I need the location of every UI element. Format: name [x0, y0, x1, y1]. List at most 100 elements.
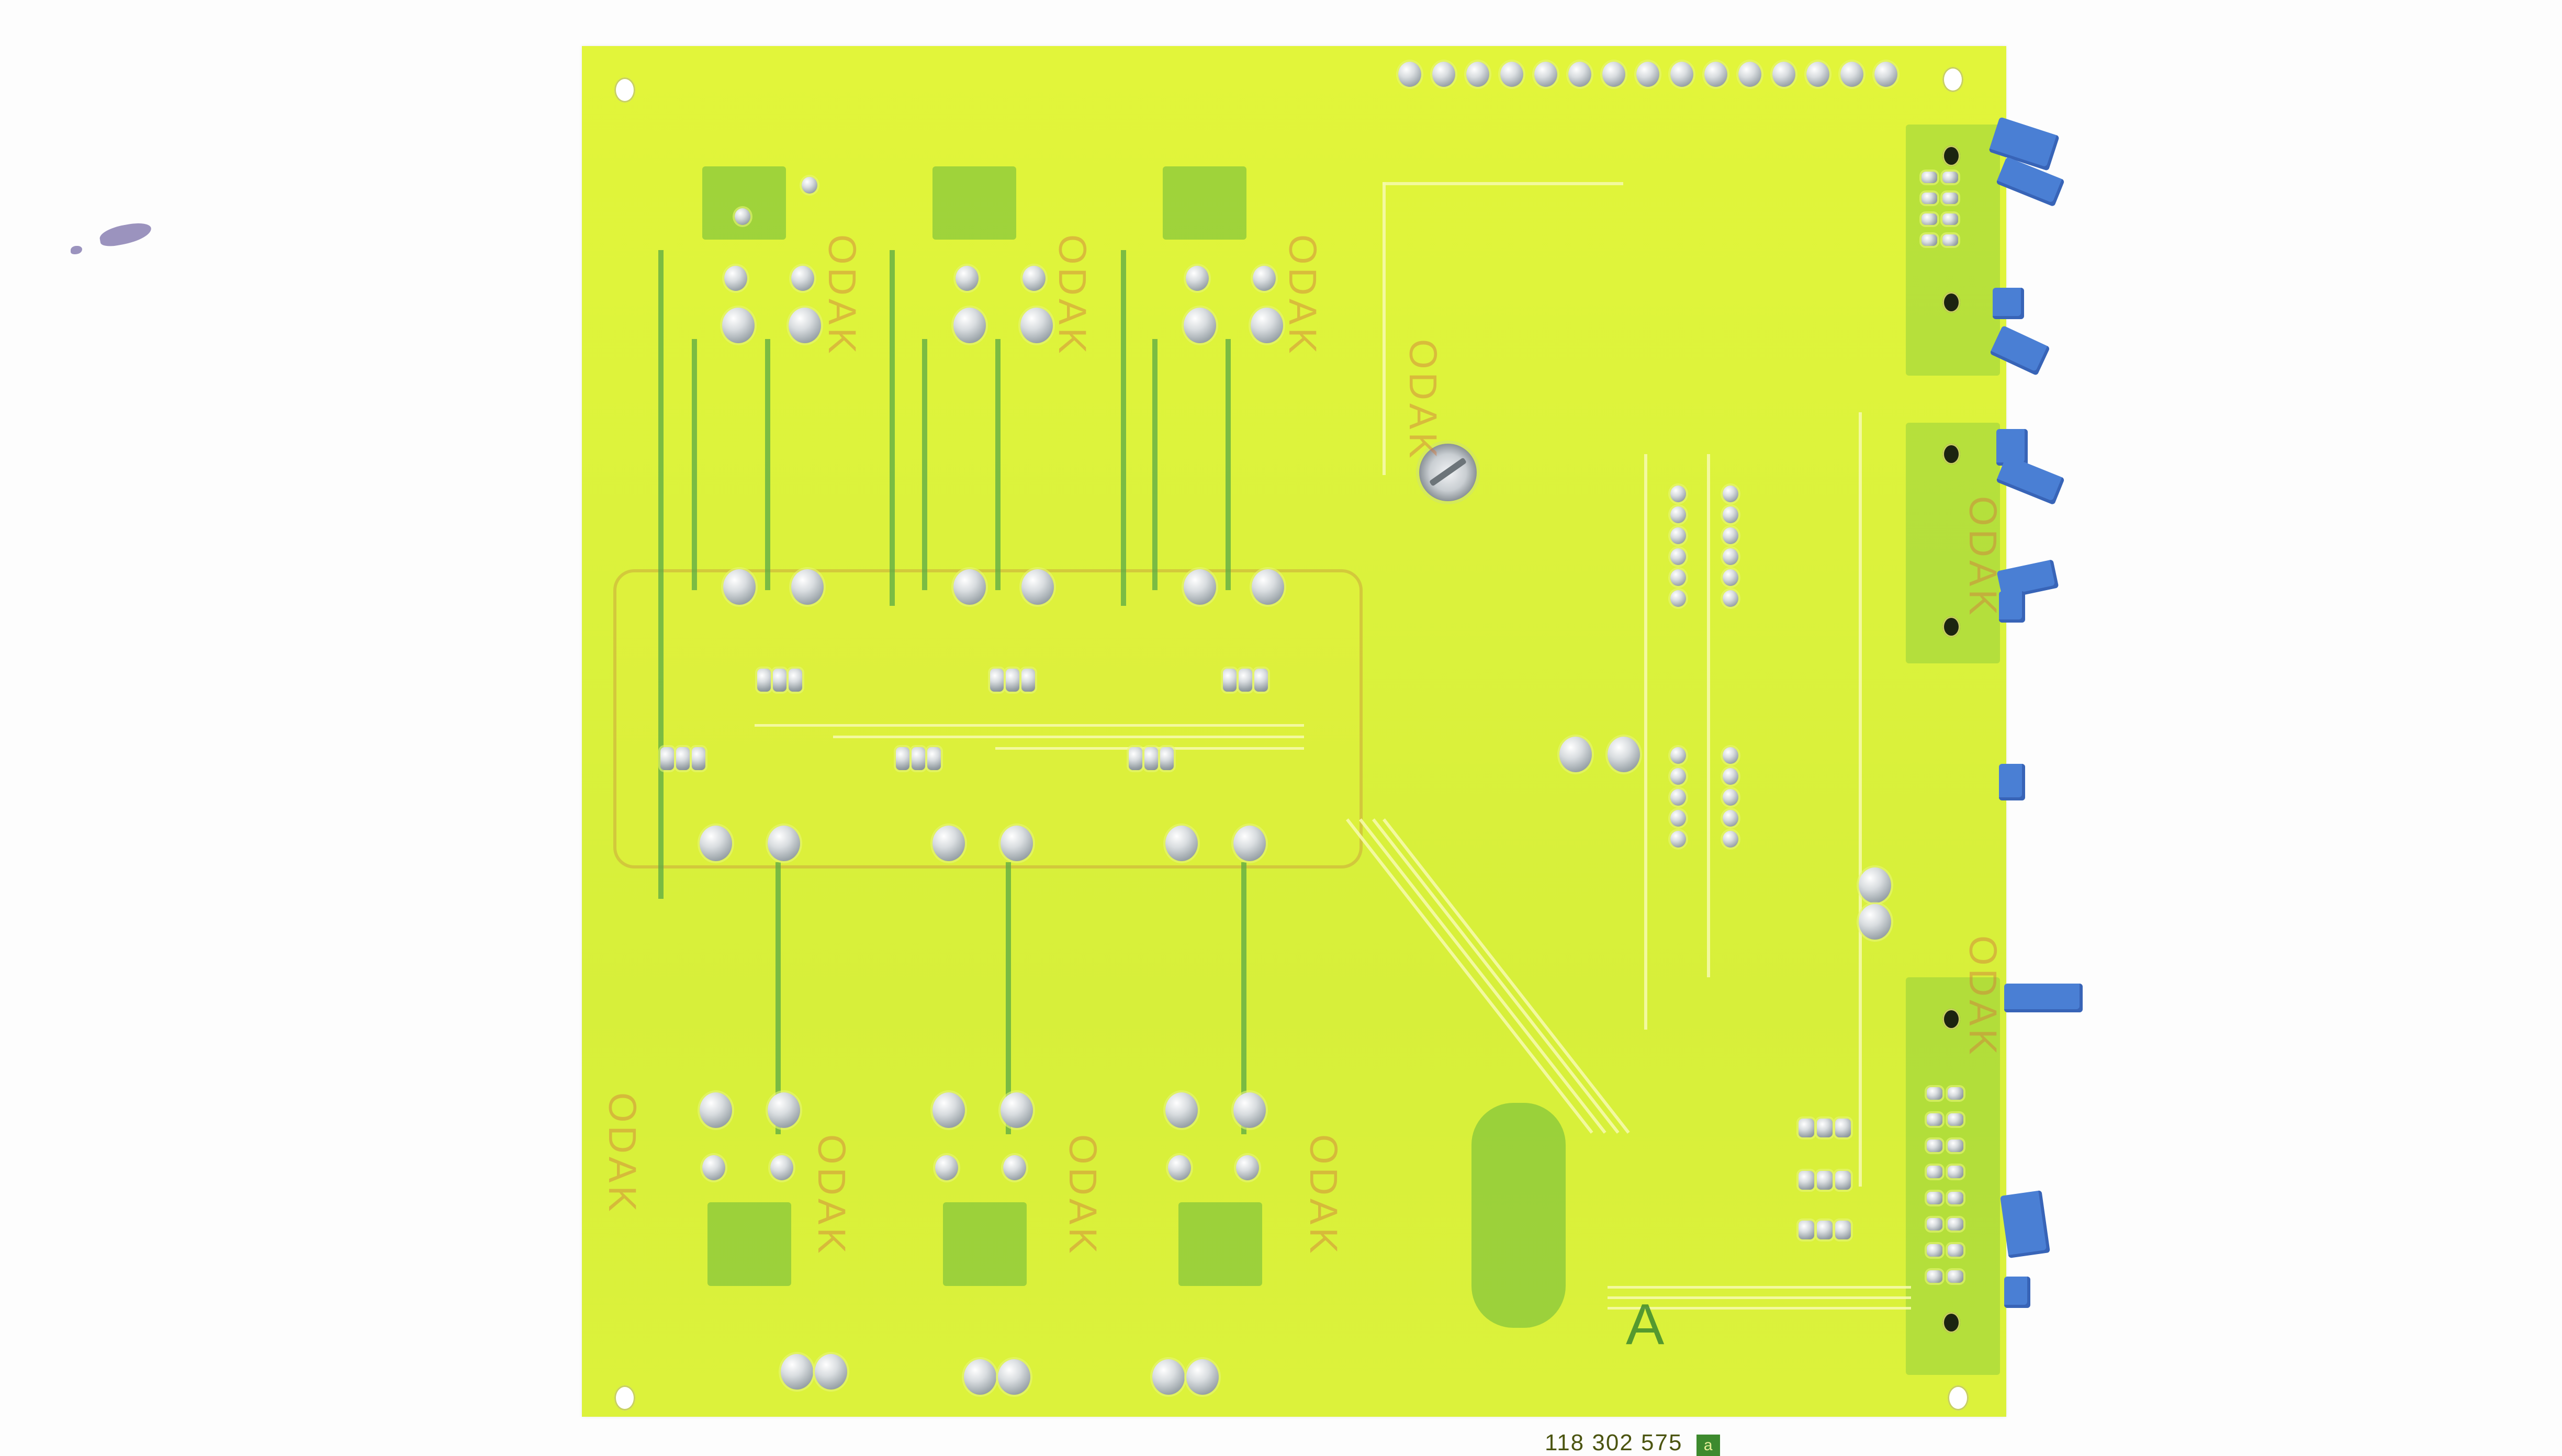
connector-pad [1927, 1113, 1942, 1126]
connector-pad [1922, 172, 1937, 183]
copper-zone [932, 166, 1016, 240]
transistor-pad [1254, 669, 1268, 692]
smd-pad [1799, 1221, 1814, 1239]
mounting-hole [1948, 1385, 1969, 1410]
header-pin [1398, 62, 1421, 87]
transistor-pad [789, 669, 802, 692]
transistor-pad [1223, 669, 1237, 692]
solder-pad [702, 1155, 725, 1180]
smd-pad [1835, 1119, 1851, 1137]
connector-pad [1948, 1113, 1963, 1126]
connector-pad [1942, 193, 1958, 204]
header-pin [1670, 62, 1693, 87]
ic-pin [1670, 548, 1686, 565]
copper-trace [1152, 339, 1158, 590]
transistor-pad [1129, 747, 1142, 770]
solder-pad [1184, 569, 1216, 605]
solder-pad [700, 826, 732, 861]
header-pin [1500, 62, 1523, 87]
header-pin [1704, 62, 1727, 87]
copper-zone [702, 166, 786, 240]
connector-pad [1948, 1139, 1963, 1152]
mounting-hole [1942, 292, 1960, 313]
connector-pad [1948, 1218, 1963, 1231]
ic-pin [1723, 527, 1738, 544]
transistor-pad [912, 747, 925, 770]
ic-pin [1723, 486, 1738, 502]
solder-pad [1253, 266, 1276, 291]
smd-pad [1817, 1171, 1833, 1190]
transistor-pad [990, 669, 1004, 692]
revision-suffix: a [1696, 1435, 1720, 1456]
smd-pad [1799, 1171, 1814, 1190]
bus-trace [1608, 1307, 1911, 1310]
copper-trace [1121, 250, 1126, 606]
ic-pin [1723, 768, 1738, 785]
ic-pin [1670, 831, 1686, 848]
copper-trace [1226, 339, 1231, 590]
connector-clip [1999, 591, 2025, 623]
solder-pad [802, 177, 817, 194]
odak-watermark: ODAK [1302, 1134, 1345, 1257]
copper-trace [765, 339, 770, 590]
control-trace [1383, 182, 1623, 185]
odak-watermark: ODAK [1401, 339, 1445, 461]
ic-pin [1670, 810, 1686, 827]
solder-pad [724, 266, 747, 291]
connector-pad [1948, 1270, 1963, 1283]
transistor-pad [660, 747, 674, 770]
transistor-pad [1144, 747, 1158, 770]
solder-pad [781, 1354, 813, 1390]
solder-pad [1001, 1092, 1033, 1128]
copper-trace [776, 862, 781, 1134]
connector-pad [1948, 1192, 1963, 1204]
solder-pad [1233, 1092, 1266, 1128]
connector-pad [1927, 1192, 1942, 1204]
copper-zone [1163, 166, 1246, 240]
copper-zone [1178, 1202, 1262, 1286]
mounting-hole [1942, 1312, 1960, 1333]
revision-letter: A [1626, 1292, 1665, 1357]
solder-pad [956, 266, 979, 291]
ic-pin [1670, 527, 1686, 544]
header-pin [1568, 62, 1591, 87]
ic-pin [1723, 506, 1738, 523]
solder-pad [735, 208, 750, 225]
copper-trace [995, 339, 1001, 590]
connector-pad [1942, 213, 1958, 225]
part-number-marking: 118 302 575 a [1545, 1430, 1720, 1456]
pcb-board: ODAK ODAK ODAK ODAK ODAK ODAK ODAK ODAK … [582, 46, 2006, 1456]
ic-pin [1670, 747, 1686, 764]
transistor-pad [1160, 747, 1174, 770]
transistor-pad [773, 669, 786, 692]
odak-watermark: ODAK [1961, 935, 2005, 1058]
ic-pin [1670, 789, 1686, 806]
mounting-hole [614, 77, 635, 103]
solder-pad [953, 308, 986, 343]
solder-pad [953, 569, 986, 605]
solder-pad [1608, 737, 1640, 772]
connector-clip [2004, 984, 2083, 1012]
solder-pad [723, 569, 756, 605]
solder-pad [1152, 1359, 1185, 1395]
solder-pad [770, 1155, 793, 1180]
smd-pad [1835, 1221, 1851, 1239]
connector-pad [1927, 1270, 1942, 1283]
connector-pad [1927, 1139, 1942, 1152]
odak-watermark: ODAK [821, 234, 864, 357]
copper-trace [658, 250, 664, 899]
solder-pad [1559, 737, 1592, 772]
ic-pin [1723, 548, 1738, 565]
bus-trace [1372, 818, 1620, 1134]
ic-pin [1723, 569, 1738, 586]
bus-trace [1346, 818, 1593, 1134]
transistor-pad [1006, 669, 1019, 692]
connector-clip [1993, 288, 2024, 319]
mounting-hole [1942, 145, 1960, 166]
copper-trace [692, 339, 697, 590]
copper-zone [1471, 1103, 1566, 1328]
bus-trace [1608, 1286, 1911, 1289]
transistor-pad [896, 747, 909, 770]
odak-watermark: ODAK [601, 1092, 644, 1215]
solder-pad [1022, 266, 1046, 291]
